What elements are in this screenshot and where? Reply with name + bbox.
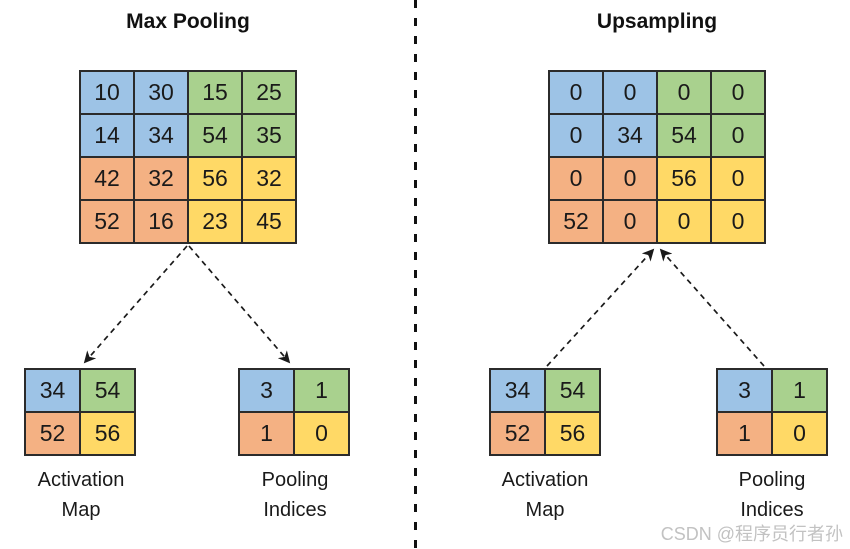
maxpool-arrow-to-pooling-indices <box>188 245 291 364</box>
grid-cell: 1 <box>240 413 293 454</box>
upsampling-arrow-from-activation-map <box>546 248 655 367</box>
label-line: Activation <box>501 469 589 491</box>
grid-cell: 56 <box>81 413 134 454</box>
pooling-indices-label: Pooling Indices <box>220 465 370 525</box>
grid-cell: 42 <box>81 158 133 199</box>
grid-cell: 52 <box>491 413 544 454</box>
csdn-watermark: CSDN @程序员行者孙 <box>660 524 843 544</box>
grid-cell: 32 <box>135 158 187 199</box>
maxpool-arrow-to-activation-map <box>83 245 188 364</box>
grid-cell: 45 <box>243 201 295 242</box>
activation-map-label: Activation Map <box>6 465 156 525</box>
vertical-dashed-divider <box>414 0 417 549</box>
grid-cell: 34 <box>491 370 544 411</box>
grid-cell: 52 <box>81 201 133 242</box>
label-line: Activation <box>37 469 125 491</box>
grid-cell: 54 <box>81 370 134 411</box>
grid-cell: 16 <box>135 201 187 242</box>
grid-cell: 0 <box>712 115 764 156</box>
grid-cell: 56 <box>546 413 599 454</box>
grid-cell: 56 <box>189 158 241 199</box>
grid-cell: 34 <box>26 370 79 411</box>
grid-cell: 14 <box>81 115 133 156</box>
grid-cell: 0 <box>550 72 602 113</box>
activation-map-label: Activation Map <box>470 465 620 525</box>
grid-cell: 10 <box>81 72 133 113</box>
grid-cell: 23 <box>189 201 241 242</box>
grid-cell: 3 <box>718 370 771 411</box>
grid-cell: 0 <box>658 72 710 113</box>
grid-cell: 0 <box>550 115 602 156</box>
grid-cell: 0 <box>773 413 826 454</box>
upsampling-pooling-indices-grid: 3 1 1 0 <box>716 368 828 456</box>
grid-cell: 1 <box>295 370 348 411</box>
grid-cell: 32 <box>243 158 295 199</box>
grid-cell: 54 <box>546 370 599 411</box>
grid-cell: 1 <box>718 413 771 454</box>
grid-cell: 56 <box>658 158 710 199</box>
label-line: Indices <box>263 499 327 521</box>
maxpool-pooling-indices-grid: 3 1 1 0 <box>238 368 350 456</box>
label-line: Map <box>525 499 565 521</box>
grid-cell: 52 <box>26 413 79 454</box>
maxpool-title: Max Pooling <box>126 10 250 33</box>
label-line: Pooling <box>261 469 329 491</box>
grid-cell: 35 <box>243 115 295 156</box>
grid-cell: 0 <box>658 201 710 242</box>
label-line: Pooling <box>738 469 806 491</box>
grid-cell: 0 <box>604 201 656 242</box>
grid-cell: 0 <box>604 158 656 199</box>
maxpool-activation-map-grid: 34 54 52 56 <box>24 368 136 456</box>
grid-cell: 25 <box>243 72 295 113</box>
grid-cell: 1 <box>773 370 826 411</box>
grid-cell: 34 <box>604 115 656 156</box>
grid-cell: 3 <box>240 370 293 411</box>
grid-cell: 54 <box>189 115 241 156</box>
upsampling-output-grid: 0 0 0 0 0 34 54 0 0 0 56 0 52 0 0 0 <box>548 70 766 244</box>
grid-cell: 0 <box>712 201 764 242</box>
grid-cell: 30 <box>135 72 187 113</box>
grid-cell: 0 <box>550 158 602 199</box>
pooling-indices-label: Pooling Indices <box>697 465 847 525</box>
grid-cell: 34 <box>135 115 187 156</box>
grid-cell: 0 <box>604 72 656 113</box>
upsampling-activation-map-grid: 34 54 52 56 <box>489 368 601 456</box>
maxpool-input-grid: 10 30 15 25 14 34 54 35 42 32 56 32 52 1… <box>79 70 297 244</box>
grid-cell: 0 <box>295 413 348 454</box>
upsampling-arrow-from-pooling-indices <box>659 248 765 367</box>
grid-cell: 54 <box>658 115 710 156</box>
grid-cell: 0 <box>712 158 764 199</box>
grid-cell: 15 <box>189 72 241 113</box>
label-line: Indices <box>740 499 804 521</box>
grid-cell: 52 <box>550 201 602 242</box>
grid-cell: 0 <box>712 72 764 113</box>
upsampling-title: Upsampling <box>596 10 718 33</box>
label-line: Map <box>61 499 101 521</box>
